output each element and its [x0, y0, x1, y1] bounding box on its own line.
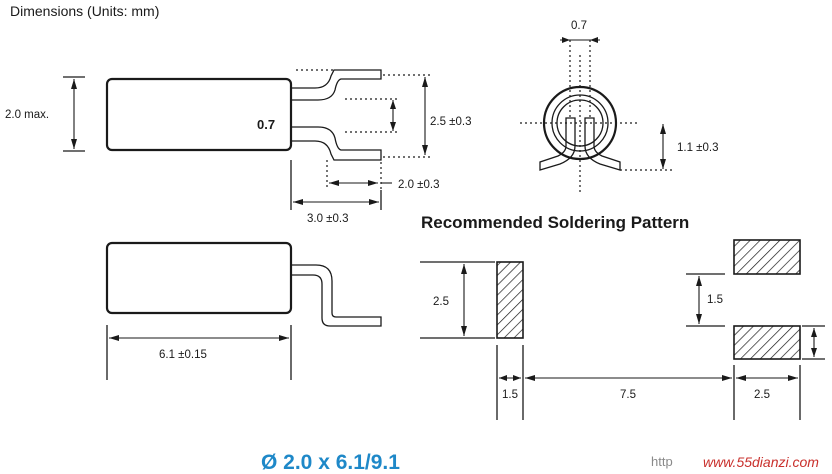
- arrowhead: [696, 276, 702, 286]
- arrowhead: [461, 326, 467, 336]
- pitch-label: 7.5: [620, 389, 636, 401]
- arrowhead: [422, 77, 428, 87]
- watermark-site: www.55dianzi.com: [703, 454, 819, 470]
- crystal-body: [105, 77, 293, 152]
- arrowhead: [279, 335, 289, 341]
- pad-width-label: 1.5: [502, 389, 518, 401]
- arrowhead: [329, 180, 339, 186]
- arrowhead: [499, 375, 507, 381]
- arrowhead: [461, 264, 467, 274]
- lead-height-label: 1.1 ±0.3: [677, 142, 718, 154]
- arrowhead: [390, 122, 396, 131]
- lower-lead: [291, 126, 382, 161]
- arrowhead: [369, 199, 379, 205]
- arrowhead: [71, 139, 77, 149]
- arrowhead: [811, 348, 817, 357]
- lead-span-label: 2.5 ±0.3: [430, 116, 471, 128]
- lower-right-pad: [733, 325, 801, 360]
- arrowhead: [109, 335, 119, 341]
- upper-right-pad: [733, 239, 801, 275]
- side-view: 6.1 ±0.15: [105, 241, 382, 380]
- lead-length-label: 3.0 ±0.3: [307, 213, 348, 225]
- arrowhead: [736, 375, 746, 381]
- crystal-body-side: [105, 241, 293, 315]
- arrowhead: [71, 79, 77, 89]
- soldering-pattern-title: Recommended Soldering Pattern: [421, 213, 689, 232]
- body-height-label: 2.0 max.: [5, 109, 49, 121]
- arrowhead: [660, 159, 666, 169]
- pad-gap-label: 1.5: [707, 294, 723, 306]
- lead-gap-label: 0.7: [257, 117, 275, 132]
- top-view: 2.0 max. 0.7 2.5 ±0.3 2.0 ±0.3 3.0 ±0.3: [5, 69, 471, 225]
- watermark-prefix: http: [651, 454, 673, 469]
- package-title: Ø 2.0 x 6.1/9.1: [261, 451, 400, 474]
- arrowhead: [293, 199, 303, 205]
- arrowhead: [422, 145, 428, 155]
- arrowhead: [390, 100, 396, 109]
- left-lead: [539, 117, 576, 171]
- arrowhead: [525, 375, 535, 381]
- drawing-title: Dimensions (Units: mm): [10, 3, 159, 19]
- arrowhead: [811, 328, 817, 337]
- arrowhead: [562, 37, 570, 43]
- side-lead: [291, 264, 382, 327]
- left-pad: [496, 261, 524, 339]
- pad-length-label: 2.5: [754, 389, 770, 401]
- end-view: 0.7 1.1 ±0.3: [520, 20, 718, 195]
- body-length-label: 6.1 ±0.15: [159, 349, 207, 361]
- arrowhead: [722, 375, 732, 381]
- arrowhead: [513, 375, 521, 381]
- arrowhead: [660, 124, 666, 134]
- arrowhead: [788, 375, 798, 381]
- upper-lead: [291, 69, 382, 101]
- soldering-pattern: Recommended Soldering Pattern 2.5 1.5: [420, 213, 825, 420]
- arrowhead: [368, 180, 378, 186]
- lead-spacing-label: 0.7: [571, 20, 587, 32]
- arrowhead: [696, 314, 702, 324]
- lead-width-label: 2.0 ±0.3: [398, 179, 439, 191]
- pad-height-label: 2.5: [433, 296, 449, 308]
- arrowhead: [590, 37, 598, 43]
